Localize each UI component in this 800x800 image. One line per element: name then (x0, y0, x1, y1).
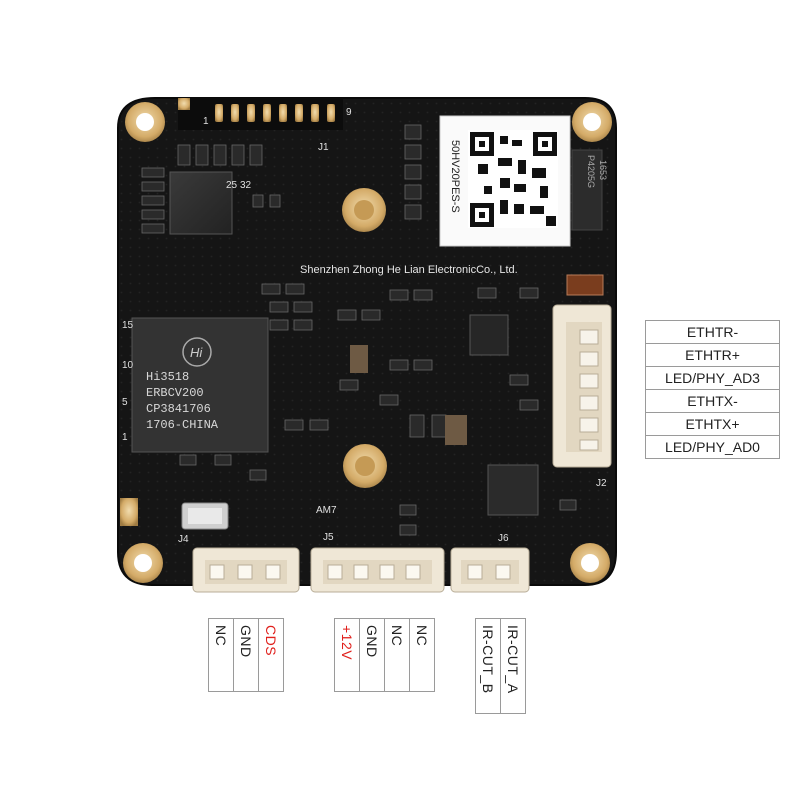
mounting-hole-bl (123, 543, 163, 583)
svg-text:P4205G: P4205G (586, 155, 596, 188)
svg-text:CP3841706: CP3841706 (146, 402, 211, 416)
svg-text:25: 25 (226, 180, 238, 191)
svg-text:9: 9 (346, 107, 352, 118)
j4-connector (192, 547, 300, 593)
phy-chip (487, 464, 539, 516)
j5-pinout-table: +12V GND NC NC (334, 618, 435, 692)
j2-connector (552, 304, 612, 468)
j6-connector (450, 547, 530, 593)
pin-label: LED/PHY_AD0 (645, 435, 780, 459)
j1-label: J1 (318, 142, 329, 153)
svg-text:Hi3518: Hi3518 (146, 370, 189, 384)
mounting-hole-br (570, 543, 610, 583)
pin-label: NC (414, 625, 430, 647)
center-pad-top (342, 188, 386, 232)
qr-caption: 50HV20PES-S (449, 140, 461, 213)
pin-label: ETHTR- (645, 320, 780, 344)
silk-labels: J1 J2 J4 J5 J6 9 1 15 10 5 1 25 32 AM7 (122, 107, 607, 545)
pin-label: GND (238, 625, 254, 658)
svg-text:AM7: AM7 (316, 505, 337, 516)
mounting-hole-tr (572, 102, 612, 142)
qfn-chip (169, 171, 233, 235)
svg-text:1653: 1653 (598, 160, 608, 180)
test-pad (120, 498, 138, 526)
pin-label: ETHTX- (645, 389, 780, 413)
svg-text:1: 1 (203, 116, 209, 127)
pin-label: IR-CUT_A (505, 625, 521, 694)
soc-label: Hi3518 ERBCV200 CP3841706 1706-CHINA (146, 370, 219, 432)
mounting-hole-tl (125, 102, 165, 142)
pin-label: +12V (339, 625, 355, 661)
j1-connector (178, 98, 343, 130)
capacitor-1 (445, 415, 467, 445)
j4-pinout-table: NC GND CDS (208, 618, 284, 692)
svg-text:15: 15 (122, 320, 134, 331)
j2-pinout-table: ETHTR- ETHTR+ LED/PHY_AD3 ETHTX- ETHTX+ … (645, 320, 780, 459)
svg-text:10: 10 (122, 360, 134, 371)
j6-pinout-table: IR-CUT_B IR-CUT_A (475, 618, 526, 714)
j4-label: J4 (178, 534, 189, 545)
capacitor-2 (350, 345, 368, 373)
pin-label: NC (389, 625, 405, 647)
brand-silkscreen: Shenzhen Zhong He Lian ElectronicCo., Lt… (300, 264, 518, 276)
svg-text:32: 32 (240, 180, 252, 191)
pin-label: IR-CUT_B (480, 625, 496, 694)
right-ic (469, 314, 509, 356)
svg-text:Hi: Hi (190, 345, 203, 360)
j6-label: J6 (498, 533, 509, 544)
j2-label: J2 (596, 478, 607, 489)
j5-label: J5 (323, 532, 334, 543)
pin-label: ETHTX+ (645, 412, 780, 436)
side-chip-text: P4205G 1653 (586, 155, 608, 188)
pin-label: CDS (263, 625, 279, 657)
smd-components (141, 124, 577, 536)
power-inductor (566, 274, 604, 296)
pin-label: LED/PHY_AD3 (645, 366, 780, 390)
svg-text:1: 1 (122, 432, 128, 443)
svg-text:5: 5 (122, 397, 128, 408)
qr-sticker (439, 115, 571, 247)
pin-label: GND (364, 625, 380, 658)
center-pad-bottom (343, 444, 387, 488)
crystal-oscillator (181, 502, 229, 530)
pin-label: ETHTR+ (645, 343, 780, 367)
flash-chip (571, 149, 603, 231)
j5-connector (310, 547, 445, 593)
svg-text:1706-CHINA: 1706-CHINA (146, 418, 219, 432)
soc-chip: Hi (131, 317, 269, 453)
svg-text:ERBCV200: ERBCV200 (146, 386, 204, 400)
pin-label: NC (213, 625, 229, 647)
